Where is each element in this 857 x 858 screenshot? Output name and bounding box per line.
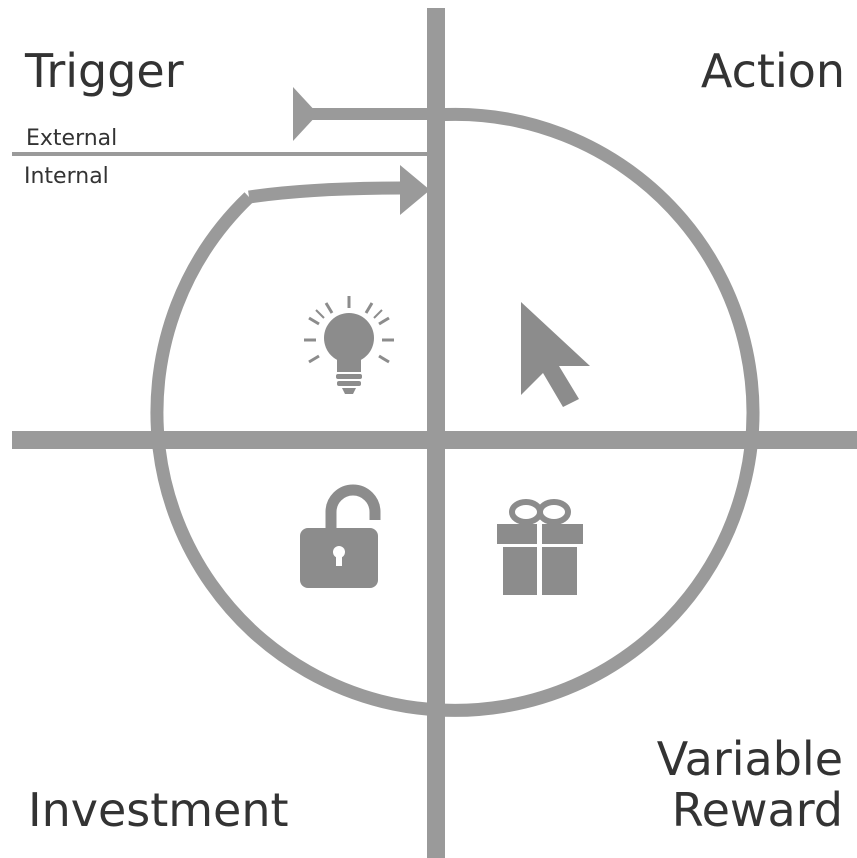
- external-trigger-label: External: [26, 126, 117, 151]
- variable-reward-label-line1: Variable: [657, 732, 843, 786]
- investment-label: Investment: [28, 783, 289, 837]
- external-trigger-tail: [293, 87, 318, 141]
- padlock-icon: [300, 484, 381, 588]
- trigger-divider: [12, 152, 428, 156]
- cursor-arrow-icon: [521, 302, 590, 407]
- action-label: Action: [701, 44, 845, 98]
- internal-trigger-arrowhead: [400, 165, 430, 215]
- gift-icon: [497, 499, 583, 595]
- variable-reward-label-line2: Reward: [672, 783, 843, 837]
- external-trigger-shaft: [300, 108, 428, 120]
- internal-trigger-label: Internal: [24, 164, 109, 189]
- horizontal-axis: [12, 431, 857, 449]
- trigger-label: Trigger: [24, 44, 184, 98]
- lightbulb-icon: [304, 296, 394, 394]
- cycle-arc: [150, 107, 760, 717]
- internal-trigger-arc: [248, 181, 403, 204]
